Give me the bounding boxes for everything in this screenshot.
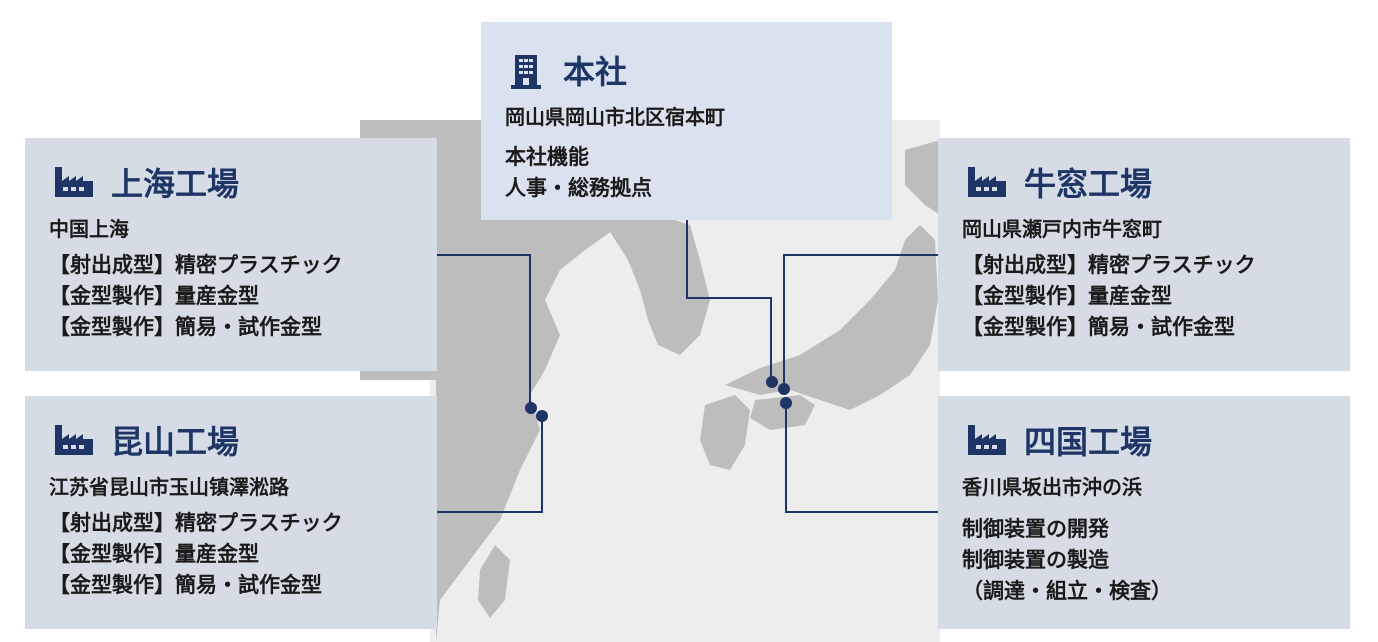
connector-honsha bbox=[686, 220, 772, 381]
card-shikoku-line: 制御装置の開発 bbox=[962, 517, 1109, 541]
marker-shikoku bbox=[780, 397, 792, 409]
card-ushimado-location: 岡山県瀬戸内市牛窓町 bbox=[962, 217, 1162, 241]
card-shanghai-name: 上海工場 bbox=[111, 165, 240, 203]
korea-landmass bbox=[600, 205, 710, 355]
card-honsha: 本社 岡山県岡山市北区宿本町 本社機能 人事・総務拠点 bbox=[481, 22, 892, 220]
card-shikoku-name: 四国工場 bbox=[1024, 423, 1153, 461]
connector-shikoku bbox=[785, 403, 938, 513]
card-kunshan-name: 昆山工場 bbox=[111, 423, 240, 461]
connector-kunshan bbox=[437, 416, 543, 513]
card-shanghai-location: 中国上海 bbox=[49, 217, 129, 241]
card-honsha-line: 人事・総務拠点 bbox=[505, 176, 652, 200]
card-shikoku: 四国工場 香川県坂出市沖の浜 制御装置の開発 制御装置の製造 （調達・組立・検査… bbox=[938, 396, 1350, 629]
hokkaido-landmass bbox=[905, 140, 940, 215]
connector-shanghai bbox=[437, 254, 531, 407]
card-kunshan-location: 江苏省昆山市玉山镇澤淞路 bbox=[49, 475, 289, 499]
card-honsha-name: 本社 bbox=[563, 53, 628, 91]
card-shanghai-line: 【射出成型】精密プラスチック bbox=[49, 253, 343, 277]
connector-ushimado bbox=[783, 254, 938, 388]
card-kunshan: 昆山工場 江苏省昆山市玉山镇澤淞路 【射出成型】精密プラスチック 【金型製作】量… bbox=[25, 396, 437, 629]
card-shikoku-line: （調達・組立・検査） bbox=[962, 579, 1172, 603]
card-honsha-location: 岡山県岡山市北区宿本町 bbox=[505, 105, 725, 129]
card-ushimado-name: 牛窓工場 bbox=[1024, 165, 1153, 203]
factory-icon bbox=[55, 425, 93, 455]
building-icon bbox=[511, 55, 541, 89]
card-shanghai-line: 【金型製作】簡易・試作金型 bbox=[49, 315, 322, 339]
card-kunshan-title: 昆山工場 bbox=[55, 418, 413, 462]
marker-shanghai bbox=[525, 402, 537, 414]
card-shikoku-line: 制御装置の製造 bbox=[962, 548, 1109, 572]
honshu-landmass bbox=[725, 225, 938, 410]
card-kunshan-line: 【金型製作】簡易・試作金型 bbox=[49, 573, 322, 597]
card-honsha-line: 本社機能 bbox=[505, 145, 589, 169]
card-kunshan-line: 【金型製作】量産金型 bbox=[49, 542, 259, 566]
marker-ushimado bbox=[778, 383, 790, 395]
card-ushimado-title: 牛窓工場 bbox=[968, 160, 1326, 204]
factory-icon bbox=[55, 167, 93, 197]
marker-kunshan bbox=[536, 410, 548, 422]
card-ushimado-line: 【射出成型】精密プラスチック bbox=[962, 253, 1256, 277]
card-ushimado-line: 【金型製作】量産金型 bbox=[962, 284, 1172, 308]
card-ushimado: 牛窓工場 岡山県瀬戸内市牛窓町 【射出成型】精密プラスチック 【金型製作】量産金… bbox=[938, 138, 1350, 371]
card-honsha-title: 本社 bbox=[511, 48, 868, 92]
card-shikoku-title: 四国工場 bbox=[968, 418, 1326, 462]
card-shanghai-title: 上海工場 bbox=[55, 160, 413, 204]
kyushu-landmass bbox=[700, 395, 750, 470]
taiwan-landmass bbox=[478, 545, 510, 618]
card-kunshan-line: 【射出成型】精密プラスチック bbox=[49, 511, 343, 535]
card-ushimado-line: 【金型製作】簡易・試作金型 bbox=[962, 315, 1235, 339]
card-shanghai-line: 【金型製作】量産金型 bbox=[49, 284, 259, 308]
shikoku-landmass bbox=[750, 395, 815, 430]
marker-honsha bbox=[766, 376, 778, 388]
card-shanghai: 上海工場 中国上海 【射出成型】精密プラスチック 【金型製作】量産金型 【金型製… bbox=[25, 138, 437, 371]
factory-icon bbox=[968, 167, 1006, 197]
card-shikoku-location: 香川県坂出市沖の浜 bbox=[962, 475, 1142, 499]
factory-icon bbox=[968, 425, 1006, 455]
